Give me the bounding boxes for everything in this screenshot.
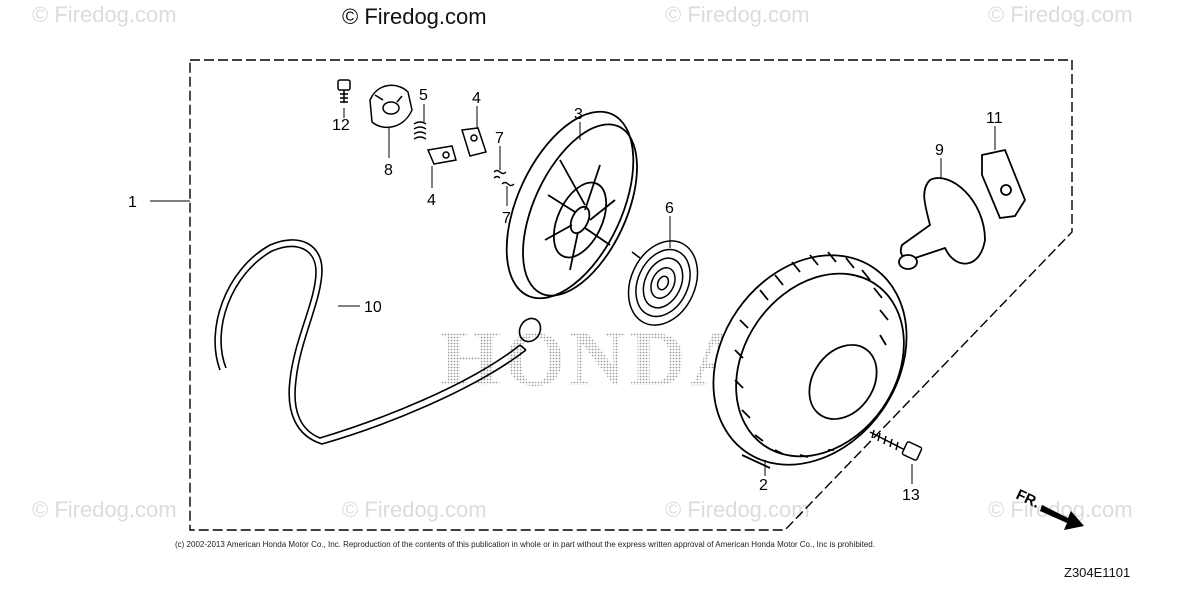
starter-grip-part [898,177,986,270]
copyright-notice: (c) 2002-2013 American Honda Motor Co., … [175,540,875,549]
starter-rope-part [214,239,542,445]
diagram-code: Z304E1101 [1064,565,1131,580]
part-label-6: 6 [665,200,674,217]
part-label-12: 12 [332,117,350,134]
assembly-boundary [189,59,1073,531]
ratchet-upper-part [461,127,487,157]
part-label-9: 9 [935,142,944,159]
part-label-8: 8 [384,162,393,179]
part-label-1: 1 [128,194,137,211]
brand-mark: HONDA [440,315,750,402]
ratchet-lower-part [426,145,457,165]
flange-bolt-part [337,79,351,103]
part-label-5: 5 [419,87,428,104]
front-direction-indicator: FR. [1013,486,1084,530]
part-label-2: 2 [759,477,768,494]
watermark-top-center: © Firedog.com [665,2,810,27]
watermark-top-right: © Firedog.com [988,2,1133,27]
starter-case-part [712,251,908,469]
watermark-main: © Firedog.com [342,4,487,29]
recoil-spring-part [627,240,699,326]
leader-lines [150,104,996,484]
watermark-bottom-left: © Firedog.com [32,497,177,522]
reel-part [505,110,638,300]
part-label-3: 3 [574,106,583,123]
grip-insert-part [981,148,1027,219]
part-label-11: 11 [986,110,1003,127]
part-label-13: 13 [902,487,920,504]
front-direction-label: FR. [1013,486,1042,512]
watermark-top-left: © Firedog.com [32,2,177,27]
front-direction-arrow-icon [1040,505,1084,530]
friction-plate-part [369,84,413,129]
part-label-7-lower: 7 [502,210,511,227]
part-label-7-upper: 7 [495,130,504,147]
ratchet-spring-part [493,169,515,187]
watermark-bottom-center-right: © Firedog.com [665,497,810,522]
watermark-bottom-center-left: © Firedog.com [342,497,487,522]
bolt-part [869,429,923,461]
spring-part [413,121,427,140]
part-label-4-lower: 4 [427,192,436,209]
part-label-10: 10 [364,299,382,316]
part-label-4-upper: 4 [472,90,481,107]
